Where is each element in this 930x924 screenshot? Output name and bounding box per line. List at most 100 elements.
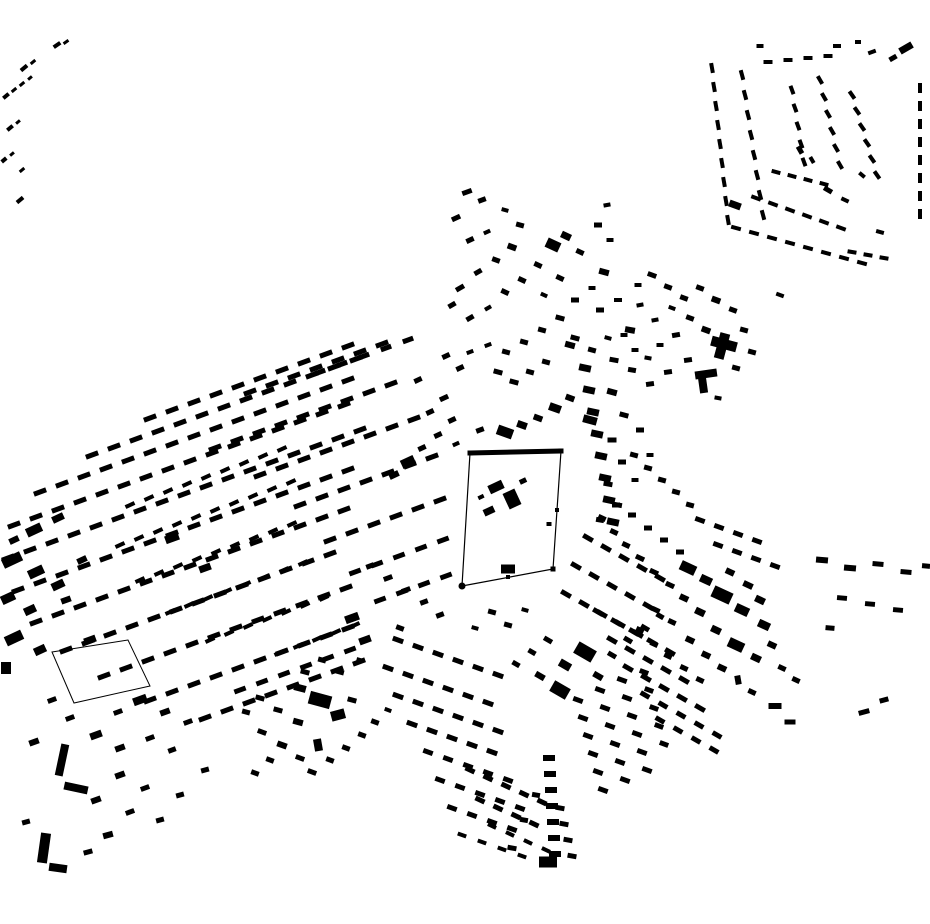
building-footprint[interactable] (311, 635, 323, 643)
building-footprint[interactable] (306, 768, 318, 776)
building-footprint[interactable] (664, 580, 676, 590)
building-footprint[interactable] (641, 655, 655, 665)
building-footprint[interactable] (888, 53, 898, 63)
building-footprint[interactable] (820, 92, 828, 102)
building-footprint[interactable] (191, 597, 205, 607)
building-footprint[interactable] (534, 670, 546, 682)
building-footprint[interactable] (114, 541, 126, 549)
building-footprint[interactable] (83, 848, 93, 856)
building-footprint[interactable] (557, 658, 573, 672)
building-footprint[interactable] (319, 349, 333, 359)
building-footprint[interactable] (50, 578, 66, 592)
building-footprint[interactable] (732, 529, 744, 539)
building-footprint[interactable] (273, 607, 287, 617)
building-footprint[interactable] (671, 331, 681, 339)
building-footprint[interactable] (582, 414, 598, 426)
building-footprint[interactable] (775, 291, 785, 299)
building-footprint[interactable] (422, 747, 434, 757)
building-footprint[interactable] (753, 169, 761, 181)
building-footprint[interactable] (713, 100, 719, 112)
building-footprint[interactable] (139, 472, 153, 482)
building-footprint[interactable] (641, 601, 655, 611)
building-footprint[interactable] (491, 256, 501, 264)
building-footprint[interactable] (555, 274, 565, 282)
building-footprint[interactable] (541, 358, 551, 366)
building-footprint[interactable] (414, 543, 428, 553)
building-footprint[interactable] (863, 252, 873, 258)
building-footprint[interactable] (265, 756, 275, 764)
building-footprint[interactable] (277, 669, 291, 679)
building-footprint[interactable] (353, 425, 367, 435)
building-footprint[interactable] (431, 705, 445, 715)
building-footprint[interactable] (161, 464, 175, 474)
building-footprint[interactable] (668, 304, 676, 312)
building-footprint[interactable] (253, 470, 267, 480)
building-footprint[interactable] (800, 157, 808, 167)
building-footprint[interactable] (60, 595, 72, 605)
building-footprint[interactable] (484, 341, 492, 349)
building-footprint[interactable] (242, 697, 256, 707)
building-footprint[interactable] (323, 549, 337, 559)
building-footprint[interactable] (341, 465, 355, 475)
building-footprint[interactable] (588, 286, 596, 290)
building-footprint[interactable] (392, 551, 406, 561)
building-footprint[interactable] (2, 92, 10, 100)
building-footprint[interactable] (1, 553, 15, 563)
building-footprint[interactable] (477, 838, 487, 846)
building-footprint[interactable] (569, 561, 583, 571)
building-footprint[interactable] (274, 419, 288, 429)
building-footprint[interactable] (546, 803, 558, 809)
building-footprint[interactable] (385, 422, 399, 432)
building-footprint[interactable] (251, 615, 265, 625)
building-footprint[interactable] (55, 569, 69, 579)
building-footprint[interactable] (308, 673, 322, 683)
building-footprint[interactable] (777, 664, 787, 672)
building-footprint[interactable] (343, 645, 357, 655)
building-footprint[interactable] (177, 489, 191, 499)
building-footprint[interactable] (517, 276, 527, 284)
building-footprint[interactable] (693, 703, 707, 713)
building-footprint[interactable] (711, 81, 717, 93)
building-footprint[interactable] (653, 722, 665, 730)
building-footprint[interactable] (209, 389, 223, 399)
building-footprint[interactable] (523, 838, 533, 846)
building-footprint[interactable] (103, 629, 117, 639)
building-footprint[interactable] (918, 173, 922, 183)
building-footprint[interactable] (657, 683, 671, 693)
building-footprint[interactable] (209, 671, 223, 681)
building-footprint[interactable] (382, 574, 394, 582)
building-footprint[interactable] (614, 298, 622, 302)
building-footprint[interactable] (111, 513, 125, 523)
building-footprint[interactable] (297, 481, 311, 491)
building-footprint[interactable] (454, 782, 466, 792)
building-footprint[interactable] (483, 304, 493, 312)
building-footprint[interactable] (609, 528, 619, 536)
building-footprint[interactable] (447, 416, 457, 424)
building-footprint[interactable] (858, 708, 870, 716)
building-footprint[interactable] (822, 185, 834, 195)
building-footprint[interactable] (621, 541, 631, 549)
building-footprint[interactable] (124, 501, 136, 509)
building-footprint[interactable] (653, 573, 667, 583)
building-footprint[interactable] (658, 740, 670, 748)
building-footprint[interactable] (783, 58, 793, 62)
building-footprint[interactable] (744, 109, 752, 121)
building-footprint[interactable] (769, 561, 781, 571)
building-footprint[interactable] (465, 236, 475, 244)
building-footprint[interactable] (9, 151, 15, 157)
building-footprint[interactable] (95, 488, 109, 498)
building-footprint[interactable] (139, 784, 151, 792)
building-footprint[interactable] (471, 625, 479, 631)
building-footprint[interactable] (221, 473, 235, 483)
building-footprint[interactable] (487, 822, 497, 830)
building-footprint[interactable] (738, 69, 746, 81)
vertex-handle[interactable] (550, 566, 556, 572)
building-footprint[interactable] (417, 444, 427, 452)
building-footprint[interactable] (731, 364, 741, 372)
building-footprint[interactable] (36, 832, 52, 864)
building-footprint[interactable] (411, 503, 425, 513)
building-footprint[interactable] (175, 791, 185, 799)
building-footprint[interactable] (828, 126, 836, 136)
building-footprint[interactable] (114, 770, 126, 780)
building-footprint[interactable] (112, 708, 124, 716)
